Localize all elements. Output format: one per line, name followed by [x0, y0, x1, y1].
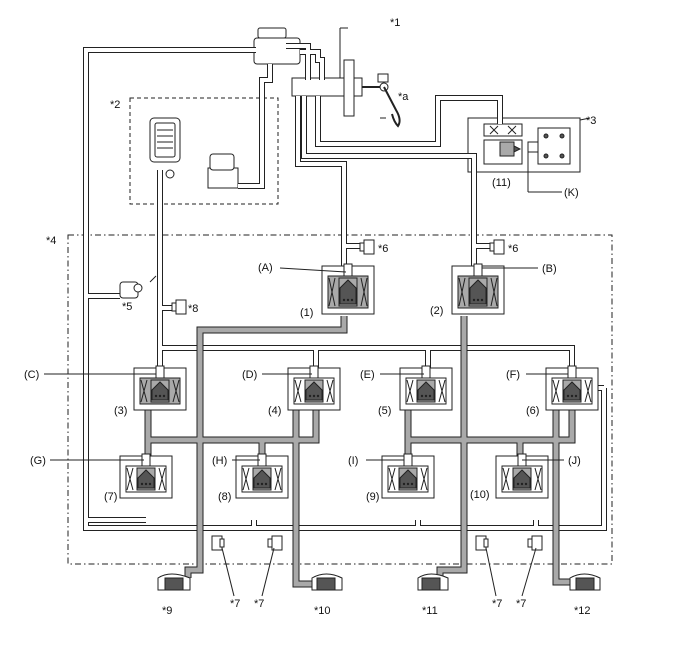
label-v4: (4)	[268, 405, 281, 417]
master-cylinder	[291, 59, 380, 117]
callout-labels: *1 *2 *3 *4 *a *5 *6 *6 *8 *7 *7 *7 *7 *…	[24, 17, 596, 617]
pressure-sensor-6b	[489, 239, 505, 255]
stroke-simulator	[483, 123, 571, 193]
valve-10	[495, 453, 549, 499]
label-n5: *5	[122, 301, 132, 313]
pressure-sensor-6a	[359, 239, 375, 255]
valve-8	[235, 453, 289, 499]
wheel-cylinder-10	[311, 573, 343, 591]
label-v7: (7)	[104, 491, 117, 503]
label-v10: (10)	[470, 489, 490, 501]
valve-2	[451, 263, 505, 315]
leader-lines	[44, 27, 591, 597]
label-I: (I)	[348, 455, 358, 467]
label-n12: *12	[574, 605, 591, 617]
pressure-sensor-5	[119, 281, 143, 299]
label-v2: (2)	[430, 305, 443, 317]
label-n3: *3	[586, 115, 596, 127]
label-n7d: *7	[516, 598, 526, 610]
pressure-sensor-7d	[527, 535, 543, 551]
label-v9: (9)	[366, 491, 379, 503]
label-n11: *11	[422, 605, 438, 617]
pump-motor-frame	[129, 97, 279, 205]
label-n7c: *7	[492, 598, 502, 610]
pipes-white	[83, 43, 607, 531]
solenoid-valves	[119, 263, 599, 499]
label-E: (E)	[360, 369, 375, 381]
label-n6a: *6	[378, 243, 388, 255]
label-H: (H)	[212, 455, 227, 467]
label-K: (K)	[564, 187, 579, 199]
valve-7	[119, 453, 173, 499]
label-G: (G)	[30, 455, 46, 467]
pressure-sensor-7a	[211, 535, 225, 551]
wheel-cylinder-11	[417, 573, 449, 591]
pump-motor	[149, 117, 239, 189]
actuator-frame	[67, 234, 613, 565]
valve-3	[133, 365, 187, 411]
label-v1: (1)	[300, 307, 313, 319]
label-n8: *8	[188, 303, 198, 315]
label-D: (D)	[242, 369, 257, 381]
label-J: (J)	[568, 455, 581, 467]
label-v8: (8)	[218, 491, 231, 503]
valve-9	[381, 453, 435, 499]
pressure-sensor-7b	[267, 535, 283, 551]
label-C: (C)	[24, 369, 39, 381]
valve-1	[321, 263, 375, 315]
label-n10: *10	[314, 605, 331, 617]
label-n6b: *6	[508, 243, 518, 255]
wheel-cylinder-12	[569, 573, 601, 591]
label-n2: *2	[110, 99, 120, 111]
label-F: (F)	[506, 369, 520, 381]
label-n4: *4	[46, 235, 56, 247]
brake-pedal	[377, 73, 401, 128]
label-v11: (11)	[492, 177, 511, 189]
label-n7b: *7	[254, 598, 264, 610]
label-B: (B)	[542, 263, 557, 275]
valve-5	[399, 365, 453, 411]
label-v5: (5)	[378, 405, 391, 417]
label-A: (A)	[258, 262, 273, 274]
label-n9: *9	[162, 605, 172, 617]
label-na: *a	[398, 91, 409, 103]
label-n7a: *7	[230, 598, 240, 610]
label-n1: *1	[390, 17, 400, 29]
valve-4	[287, 365, 341, 411]
label-v3: (3)	[114, 405, 127, 417]
valve-6	[545, 365, 599, 411]
label-v6: (6)	[526, 405, 539, 417]
pressure-sensor-7c	[475, 535, 489, 551]
wheel-cylinder-9	[157, 573, 191, 591]
pressure-sensor-8	[171, 299, 187, 315]
